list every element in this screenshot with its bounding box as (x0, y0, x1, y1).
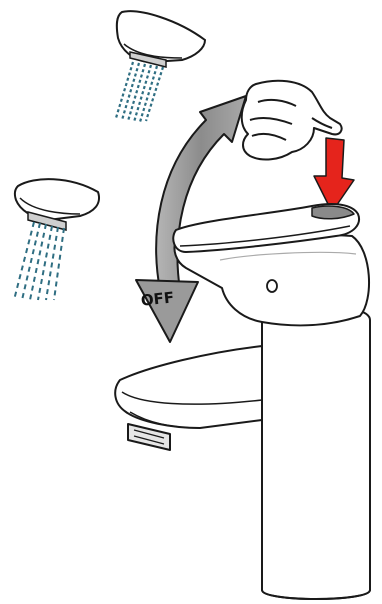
temperature-indicator (267, 280, 277, 292)
faucet (115, 204, 370, 599)
spout-spray-detail (116, 11, 205, 122)
faucet-column (262, 305, 370, 599)
push-down-arrow-icon (314, 138, 354, 212)
water-stream-icon (14, 222, 64, 300)
off-label: OFF (140, 288, 175, 309)
spout-stream-detail (14, 179, 99, 300)
water-stream-icon (116, 62, 163, 122)
faucet-aerator (128, 424, 170, 450)
